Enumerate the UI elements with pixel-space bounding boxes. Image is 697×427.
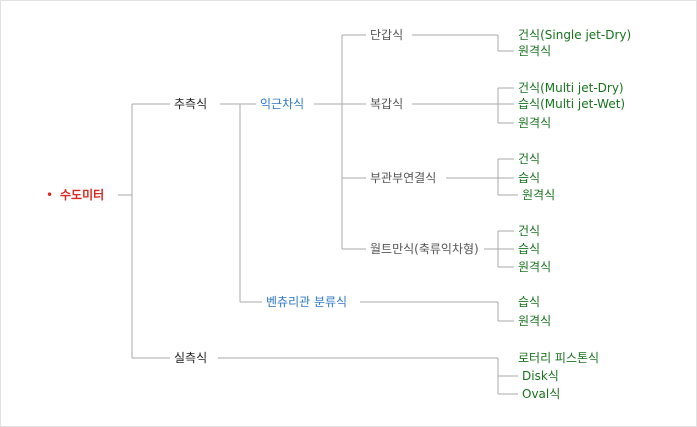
root-node: 수도미터	[58, 188, 107, 202]
leaf-silcheuk-2: Disk식	[520, 369, 561, 383]
node-bugwan: 부관부연결식	[368, 171, 439, 185]
leaf-bokgap-3: 원격식	[516, 116, 554, 130]
leaf-bokgap-1: 건식(Multi jet-Dry)	[516, 81, 626, 95]
leaf-woltman-1: 건식	[516, 224, 543, 238]
leaf-venturi-1: 습식	[516, 295, 543, 309]
leaf-bugwan-2: 습식	[516, 171, 543, 185]
leaf-woltman-2: 습식	[516, 242, 543, 256]
node-chucheuk: 추측식	[172, 97, 210, 111]
node-woltman: 월트만식(축류익차형)	[368, 242, 481, 256]
leaf-silcheuk-3: Oval식	[520, 387, 563, 401]
leaf-silcheuk-1: 로터리 피스톤식	[516, 351, 602, 365]
node-dangap: 단갑식	[368, 28, 406, 42]
leaf-bugwan-1: 건식	[516, 152, 543, 166]
node-silcheuk: 실측식	[172, 351, 210, 365]
node-bokgap: 복갑식	[368, 97, 406, 111]
leaf-bokgap-2: 습식(Multi jet-Wet)	[516, 97, 628, 111]
leaf-woltman-3: 원격식	[516, 260, 554, 274]
root-bullet-icon: •	[46, 188, 54, 202]
leaf-venturi-2: 원격식	[516, 314, 554, 328]
node-venturi: 벤츄리관 분류식	[264, 295, 350, 309]
leaf-dangap-2: 원격식	[516, 44, 554, 58]
leaf-bugwan-3: 원격식	[520, 188, 558, 202]
node-ikgeun: 익근차식	[258, 97, 307, 111]
leaf-dangap-1: 건식(Single jet-Dry)	[516, 28, 634, 42]
